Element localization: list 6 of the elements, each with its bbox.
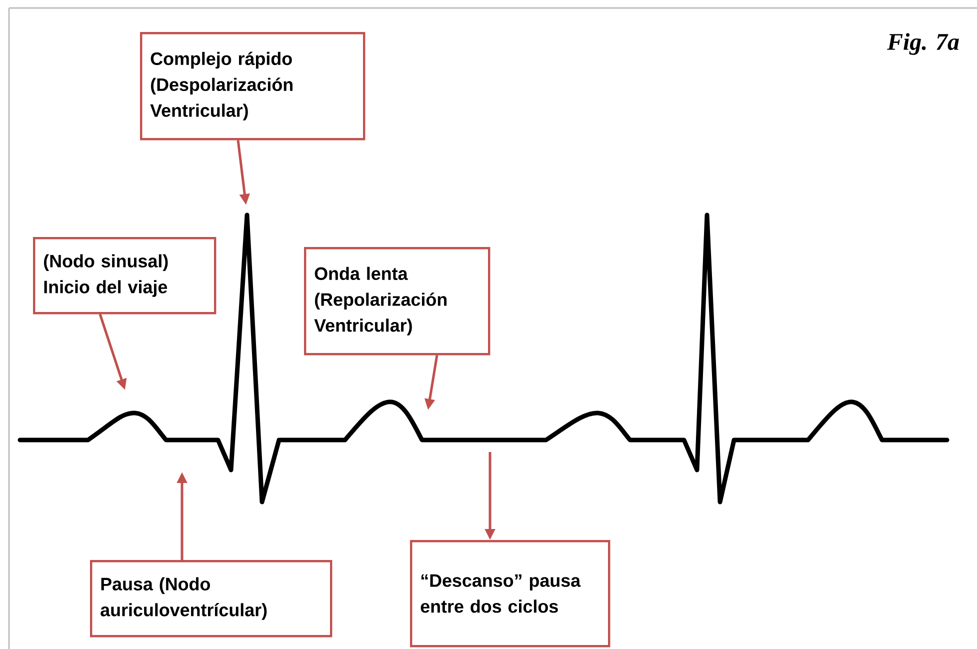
label-box: “Descanso” pausa entre dos ciclos: [410, 540, 610, 648]
label-box: Onda lenta (Repolarización Ventricular): [304, 247, 490, 356]
label-box: (Nodo sinusal) Inicio del viaje: [33, 237, 216, 314]
label-box: Pausa (Nodo auriculoventrícular): [90, 560, 332, 638]
label-box: Complejo rápido (Despolarización Ventricular): [140, 32, 366, 140]
figure-label: Fig. 7a: [887, 33, 959, 55]
